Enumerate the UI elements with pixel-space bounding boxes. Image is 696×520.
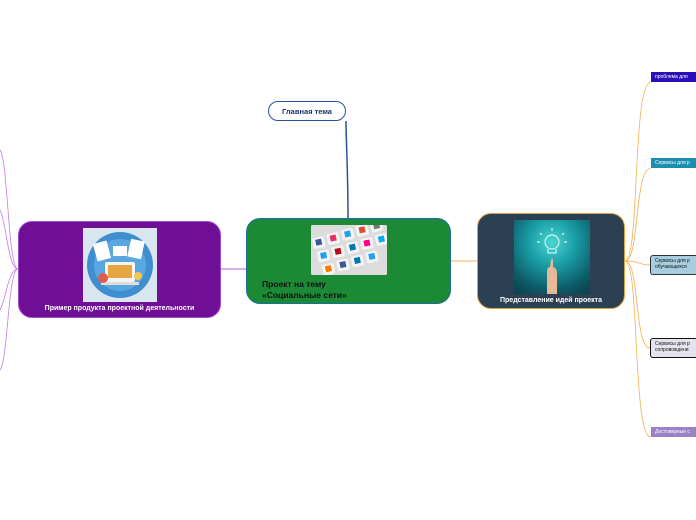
link-central-main-topic xyxy=(345,120,349,219)
subtopic-4[interactable]: Сервисы для р сопровождени xyxy=(650,338,696,358)
main-topic-label: Главная тема xyxy=(282,106,332,116)
main-topic-node[interactable]: Главная тема xyxy=(268,101,346,121)
left-branch-node[interactable]: Пример продукта проектной деятельности xyxy=(18,221,221,318)
workspace-illustration-image xyxy=(83,228,157,302)
central-title-line-1: Проект на тему xyxy=(262,279,326,289)
subtopic-1-label: проблема для xyxy=(655,74,688,80)
subtopic-4-line-2: сопровождени xyxy=(655,347,689,353)
link-right-leaf-1 xyxy=(624,81,652,262)
link-right-leaf-4 xyxy=(624,260,651,349)
subtopic-3[interactable]: Сервисы для р обучающихся xyxy=(650,255,696,275)
link-right-leaf-5 xyxy=(624,260,652,438)
right-branch-title: Представление идей проекта xyxy=(500,297,602,304)
subtopic-2-label: Сервисы для р xyxy=(655,160,690,166)
left-branch-title: Пример продукта проектной деятельности xyxy=(44,305,195,312)
link-left-child-4 xyxy=(0,268,19,371)
subtopic-1[interactable]: проблема для xyxy=(651,72,696,82)
social-media-keyboard-image xyxy=(311,225,387,275)
subtopic-5[interactable]: Достоверные с xyxy=(651,427,696,437)
link-left-child-2 xyxy=(0,209,19,270)
subtopic-4-line-1: Сервисы для р xyxy=(655,341,690,347)
subtopic-5-label: Достоверные с xyxy=(655,429,690,435)
link-right-leaf-2 xyxy=(624,167,652,262)
subtopic-3-line-2: обучающихся xyxy=(655,264,687,270)
subtopic-2[interactable]: Сервисы для р xyxy=(651,158,696,168)
central-title-line-2: «Социальные сети» xyxy=(262,290,347,300)
central-topic-node[interactable]: Проект на тему «Социальные сети» xyxy=(246,218,451,304)
link-left-child-1 xyxy=(0,149,19,270)
right-branch-node[interactable]: Представление идей проекта xyxy=(477,213,625,309)
lightbulb-hand-image xyxy=(514,220,590,294)
central-topic-title: Проект на тему «Социальные сети» xyxy=(262,279,422,301)
subtopic-3-line-1: Сервисы для р xyxy=(655,258,690,264)
link-right-leaf-3 xyxy=(624,260,651,266)
link-left-child-3 xyxy=(0,268,19,311)
